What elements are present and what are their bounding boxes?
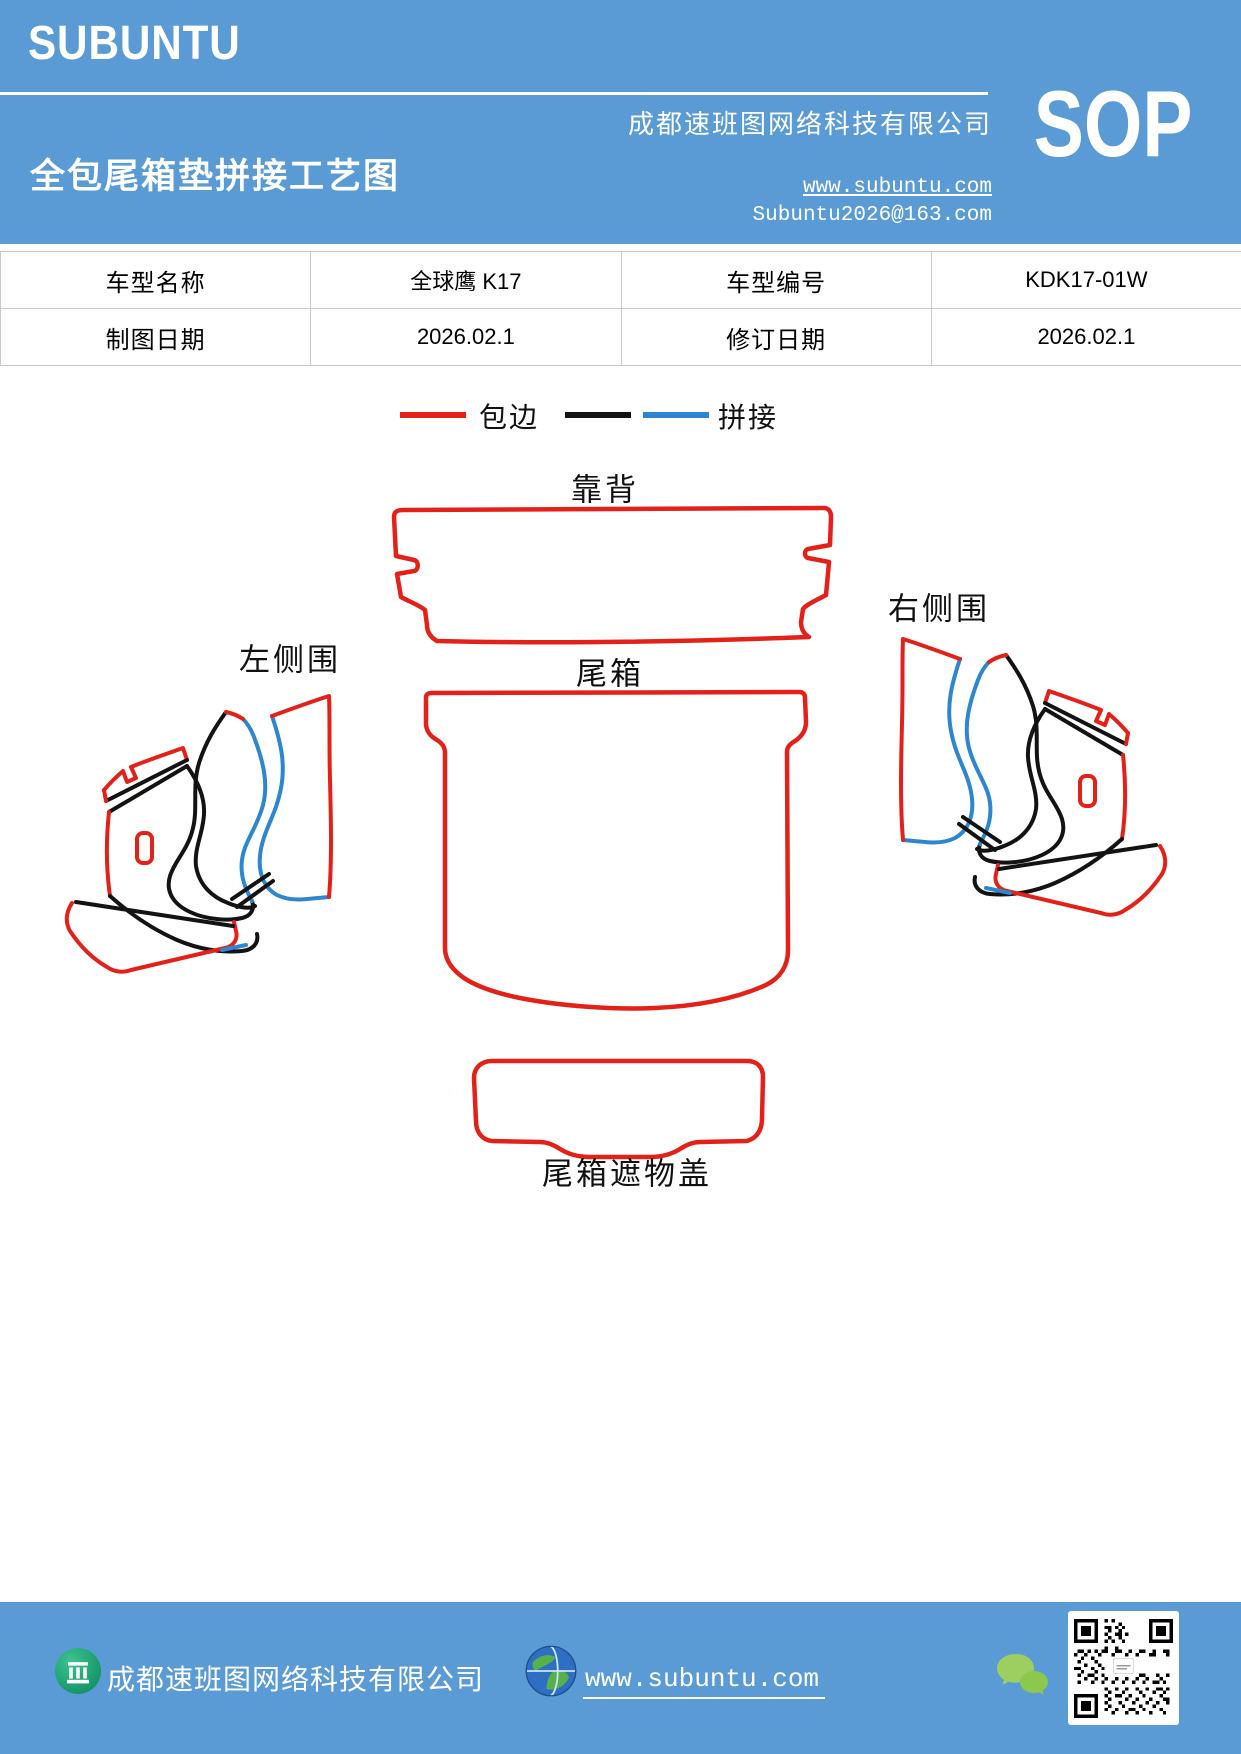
qr-code xyxy=(1068,1611,1179,1725)
legend-red-line xyxy=(400,412,466,418)
trunk-cover-outline xyxy=(471,1058,766,1160)
header-band: SUBUNTU 全包尾箱垫拼接工艺图 成都速班图网络科技有限公司 www.sub… xyxy=(0,0,1241,244)
page-title: 全包尾箱垫拼接工艺图 xyxy=(30,157,401,196)
label-right-side: 右侧围 xyxy=(888,591,990,627)
header-divider xyxy=(0,92,988,95)
table-cell-draw-date-label: 制图日期 xyxy=(0,308,312,366)
backrest-outline xyxy=(391,505,834,645)
label-trunk-cover: 尾箱遮物盖 xyxy=(542,1156,712,1192)
legend-black-line xyxy=(565,412,631,418)
header-company-name: 成都速班图网络科技有限公司 xyxy=(627,110,992,139)
table-cell-revise-date-value: 2026.02.1 xyxy=(930,308,1241,366)
label-backrest: 靠背 xyxy=(571,472,639,508)
globe-icon xyxy=(525,1645,577,1697)
left-side-group xyxy=(64,694,333,974)
company-building-icon xyxy=(55,1648,101,1694)
legend-label-stitching: 拼接 xyxy=(718,402,779,433)
label-trunk: 尾箱 xyxy=(576,656,644,692)
wechat-icon xyxy=(997,1654,1048,1695)
vehicle-info-table: 车型名称 全球鹰 K17 车型编号 KDK17-01W 制图日期 2026.02… xyxy=(0,251,1241,366)
sop-badge: SOP xyxy=(1034,71,1193,176)
trunk-outline xyxy=(423,689,809,1011)
qr-code-pattern xyxy=(1074,1618,1173,1718)
right-side-group xyxy=(899,637,1168,917)
footer-company-name: 成都速班图网络科技有限公司 xyxy=(107,1665,485,1696)
header-website-link[interactable]: www.subuntu.com xyxy=(802,176,992,199)
legend-label-edging: 包边 xyxy=(479,402,540,433)
legend-blue-line xyxy=(643,412,709,418)
footer-website-link[interactable]: www.subuntu.com xyxy=(583,1664,826,1699)
header-email: Subuntu2026@163.com xyxy=(752,204,992,227)
table-cell-revise-date-label: 修订日期 xyxy=(620,308,932,366)
label-left-side: 左侧围 xyxy=(239,642,341,678)
table-cell-model-name-value: 全球鹰 K17 xyxy=(310,251,622,309)
brand-logo: SUBUNTU xyxy=(28,17,241,70)
